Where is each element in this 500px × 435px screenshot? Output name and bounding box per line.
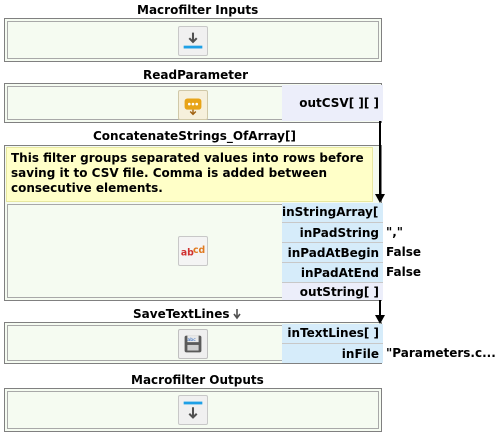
read-parameter-icon — [178, 90, 208, 120]
macrofilter-outputs-title: Macrofilter Outputs — [131, 373, 264, 387]
port-inpadstring-value[interactable]: "," — [386, 225, 404, 239]
port-inpadatend-value[interactable]: False — [386, 265, 421, 279]
port-infile-label: inFile — [341, 347, 379, 361]
port-intextlines-label: inTextLines[ ] — [287, 326, 379, 340]
connection-arrowhead-intextlines — [375, 315, 385, 324]
port-inpadatend[interactable]: inPadAtEnd — [282, 262, 383, 282]
save-text-lines-title: SaveTextLines — [133, 307, 230, 321]
port-infile[interactable]: inFile — [282, 343, 383, 363]
connection-arrowhead-instringarray — [375, 194, 385, 203]
port-infile-value[interactable]: "Parameters.c... — [386, 346, 496, 360]
svg-text:cd: cd — [193, 245, 205, 256]
port-inpadatbegin-value[interactable]: False — [386, 245, 421, 259]
upload-arrow-icon — [178, 395, 208, 425]
abcd-text-icon: ab cd — [178, 236, 208, 266]
port-outcsv-label: outCSV[ ][ ] — [299, 96, 379, 110]
port-inpadatbegin[interactable]: inPadAtBegin — [282, 242, 383, 262]
concatenate-strings-title: ConcatenateStrings_OfArray[] — [93, 129, 296, 143]
port-instringarray[interactable]: inStringArray[ ] — [282, 203, 383, 222]
port-inpadstring[interactable]: inPadString — [282, 222, 383, 242]
svg-text:ab: ab — [181, 248, 194, 259]
port-instringarray-label: inStringArray[ ] — [282, 205, 383, 219]
port-outstring[interactable]: outString[ ] — [282, 282, 383, 300]
port-outcsv[interactable]: outCSV[ ][ ] — [282, 85, 383, 121]
save-disk-icon: abc — [178, 329, 208, 359]
svg-text:abc: abc — [187, 337, 196, 343]
macrofilter-inputs-title: Macrofilter Inputs — [137, 3, 259, 17]
port-inpadatend-label: inPadAtEnd — [300, 266, 379, 280]
port-outstring-label: outString[ ] — [299, 285, 379, 299]
port-inpadstring-label: inPadString — [299, 226, 379, 240]
read-parameter-title: ReadParameter — [143, 68, 249, 82]
port-intextlines[interactable]: inTextLines[ ] — [282, 324, 383, 343]
download-arrow-icon — [178, 26, 208, 56]
down-arrow-small-icon — [233, 309, 241, 320]
filter-comment: This filter groups separated values into… — [6, 147, 373, 202]
port-inpadatbegin-label: inPadAtBegin — [287, 246, 379, 260]
